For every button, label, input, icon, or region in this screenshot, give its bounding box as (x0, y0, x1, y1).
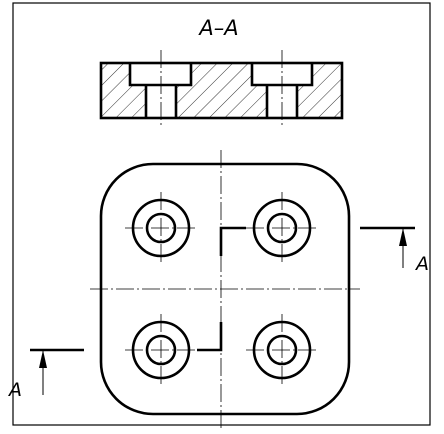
drawing-frame (12, 2, 431, 426)
section-hatched-body (101, 63, 342, 118)
cut-marker-right: A (360, 226, 429, 275)
section-title: A–A (197, 16, 238, 40)
cut-marker-right-label: A (414, 253, 429, 275)
plan-view (90, 150, 360, 428)
section-outline (99, 61, 344, 120)
hole-bottom-right (246, 314, 318, 386)
cutting-plane-step-upper (219, 226, 246, 256)
cut-marker-left: A (7, 348, 84, 401)
hole-top-left (125, 192, 197, 264)
arrow-up-icon (39, 350, 47, 368)
arrow-up-icon (399, 228, 407, 246)
hole-top-right (246, 192, 318, 264)
counterbore-left (128, 63, 193, 118)
section-view (99, 50, 344, 128)
hole-bottom-left (125, 314, 197, 386)
cutting-plane-step-lower (197, 322, 223, 352)
cut-marker-left-label: A (7, 379, 22, 401)
